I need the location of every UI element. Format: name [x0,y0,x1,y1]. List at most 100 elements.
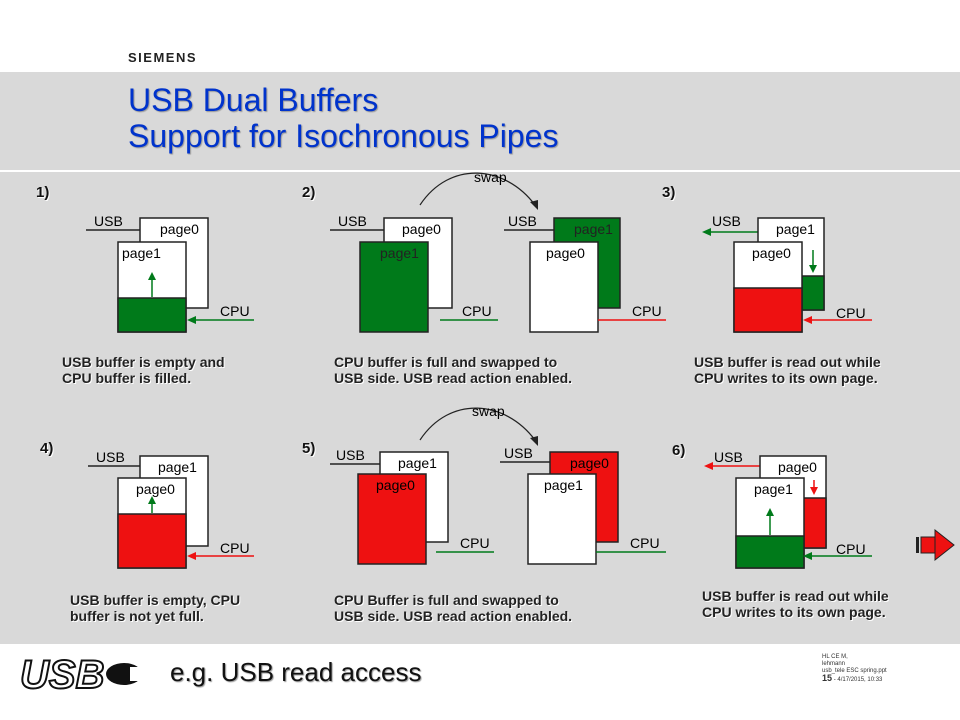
usb-logo-text: USB [20,653,104,696]
page-back-label: page0 [570,455,609,471]
title-line-2: Support for Isochronous Pipes [128,118,559,154]
swap-arrow-head [530,200,538,210]
caption-line: USB side. USB read action enabled. [334,370,573,386]
caption-line: USB buffer is read out while [694,354,881,370]
panel-3-caption: USB buffer is read out while CPU writes … [694,354,881,386]
page-front-label: page0 [136,481,175,497]
page-front-label: page1 [544,477,583,493]
cpu-arrow-head [803,316,812,324]
meta-line: usb_tele ESC spring.ppt [822,668,887,674]
panel-1-number: 1) [36,184,50,201]
cpu-label: CPU [460,535,490,551]
panel-2-number: 2) [302,184,316,201]
page-front [527,473,597,565]
page-back-label: page0 [160,221,199,237]
usb-label: USB [504,445,533,461]
page-front-label: page1 [754,481,793,497]
page-front-fill [735,535,805,569]
panel-5-number: 5) [302,440,316,457]
panel-6-number: 6) [672,442,686,459]
usb-label: USB [336,447,365,463]
caption-line: CPU buffer is full and swapped to [334,354,558,370]
cpu-label: CPU [632,303,662,319]
swap-label: swap [472,403,505,419]
usb-label: USB [508,213,537,229]
page-back-label: page1 [574,221,613,237]
panel-5-caption: CPU Buffer is full and swapped to USB si… [334,592,572,624]
page-front-full [359,241,429,333]
caption-line: USB buffer is empty and [62,354,225,370]
slide-footer [0,644,960,720]
page-back-label: page1 [776,221,815,237]
slide-title: USB Dual Buffers Support for Isochronous… [128,82,558,154]
meta-line: HL CE M, [822,654,848,660]
usb-label: USB [96,449,125,465]
swap-arc [419,407,536,441]
page-front-fill [117,297,187,333]
page-number: 15 [822,673,833,683]
page-front-label: page0 [752,245,791,261]
page-front-label: page0 [376,477,415,493]
caption-line: USB buffer is empty, CPU [70,592,241,608]
usb-arrow-head [702,228,711,236]
page-front-label: page0 [546,245,585,261]
panel-1-caption: USB buffer is empty and CPU buffer is fi… [62,354,225,386]
cpu-label: CPU [462,303,492,319]
fill-arrow-head [766,508,774,516]
page-back-label: page1 [158,459,197,475]
fill-arrow-head [148,496,156,504]
panel-3-number: 3) [662,184,676,201]
meta-page-line: 15 - 4/17/2015, 10:33 [822,673,887,684]
caption-line: buffer is not yet full. [70,608,204,624]
cpu-label: CPU [836,541,866,557]
usb-label: USB [338,213,367,229]
caption-line: CPU Buffer is full and swapped to [334,592,559,608]
page-back-label: page0 [402,221,441,237]
meta-line: lehmann [822,661,846,667]
caption-line: CPU writes to its own page. [702,604,886,620]
page-front-label: page1 [380,245,419,261]
panel-4-number: 4) [40,440,54,457]
fill-arrow-head [810,487,818,495]
panel-6-caption: USB buffer is read out while CPU writes … [702,588,889,620]
page-front-label: page1 [122,245,161,261]
cpu-arrow-head [187,552,196,560]
slide-meta: HL CE M, lehmann usb_tele ESC spring.ppt… [822,654,887,684]
fill-arrow-head [148,272,156,280]
cpu-arrow-head [187,316,196,324]
next-slide-arrow-icon[interactable] [916,528,956,562]
cpu-label: CPU [630,535,660,551]
usb-logo: USB [19,652,142,696]
meta-date: - 4/17/2015, 10:33 [833,677,883,683]
page-back-label: page1 [398,455,437,471]
caption-line: USB side. USB read action enabled. [334,608,573,624]
panel-4-caption: USB buffer is empty, CPU buffer is not y… [70,592,240,624]
swap-arc [419,172,536,206]
page-back-fill [801,497,827,549]
swap-label: swap [474,169,507,185]
page-back-label: page0 [778,459,817,475]
title-line-1: USB Dual Buffers [128,82,379,118]
page-front-fill [733,287,803,333]
page-front-full [357,473,427,565]
cpu-arrow-head [803,552,812,560]
usb-label: USB [714,449,743,465]
usb-label: USB [94,213,123,229]
cpu-label: CPU [220,540,250,556]
fill-arrow-head [809,265,817,273]
example-caption: e.g. USB read access [170,657,422,687]
siemens-logo: SIEMENS [128,50,198,65]
swap-arrow-head [530,436,538,446]
usb-logo-plug-tip [130,667,142,681]
caption-line: CPU writes to its own page. [694,370,878,386]
page-front [529,241,599,333]
caption-line: CPU buffer is filled. [62,370,192,386]
cpu-label: CPU [836,305,866,321]
usb-label: USB [712,213,741,229]
